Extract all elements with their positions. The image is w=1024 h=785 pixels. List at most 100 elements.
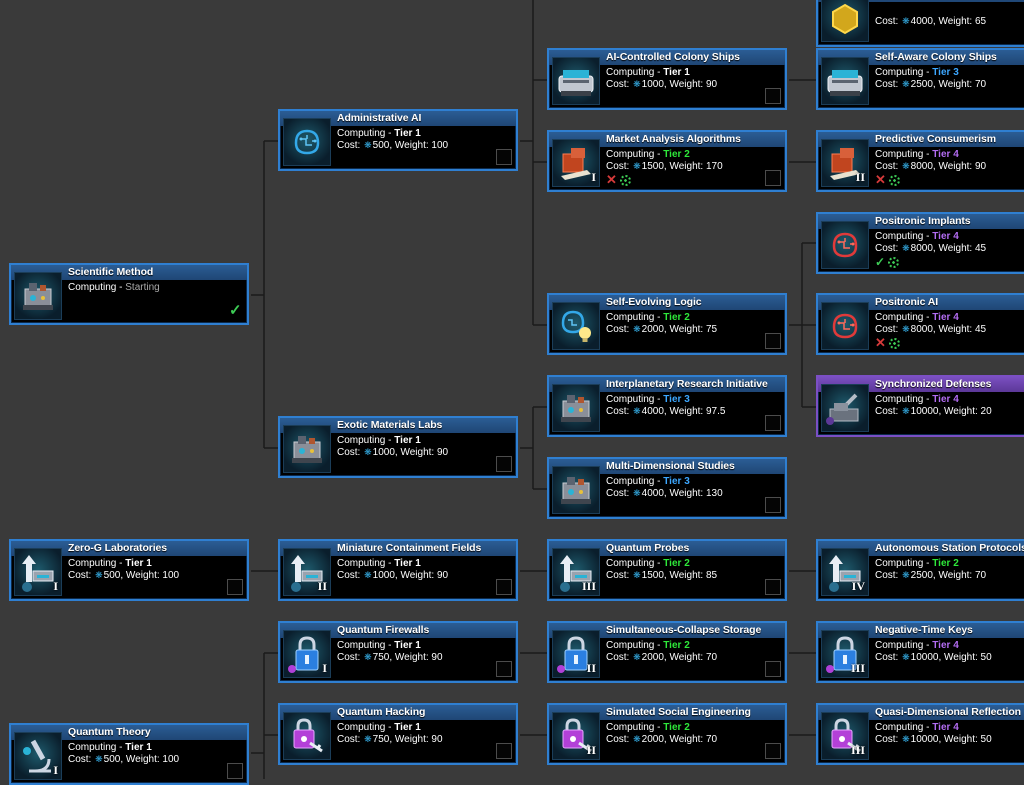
weight-label: , Weight: (663, 570, 706, 581)
tier-label: Tier 4 (932, 394, 959, 405)
research-point-icon: ❋ (902, 406, 910, 416)
tech-title: Interplanetary Research Initiative (549, 377, 785, 392)
tech-category-tier: Computing - Tier 3 (875, 67, 959, 78)
tech-card-self-aware-colony-ships[interactable]: Self-Aware Colony Ships Computing - Tier… (816, 48, 1024, 110)
research-checkbox[interactable] (496, 579, 512, 595)
cost-value: 4000 (641, 406, 664, 417)
red-brain-icon (821, 302, 869, 350)
tech-category-tier: Computing - Tier 4 (875, 149, 959, 160)
tech-cost-weight: Cost: ❋4000, Weight: 65 (875, 16, 986, 27)
tech-card-multi-dimensional-studies[interactable]: Multi-Dimensional Studies Computing - Ti… (547, 457, 787, 519)
tech-category-tier: Computing - Tier 4 (875, 231, 959, 242)
tier-label: Tier 3 (932, 67, 959, 78)
research-checkbox[interactable] (496, 456, 512, 472)
research-checkbox[interactable] (227, 579, 243, 595)
research-checkbox[interactable] (765, 579, 781, 595)
tech-card-ai-controlled-colony-ships[interactable]: AI-Controlled Colony Ships Computing - T… (547, 48, 787, 110)
research-checkbox[interactable] (765, 415, 781, 431)
tech-card-quantum-probes[interactable]: Quantum Probes III Computing - Tier 2 Co… (547, 539, 787, 601)
tech-cost-weight: Cost: ❋8000, Weight: 90 (875, 161, 986, 172)
padlock-icon: II (552, 630, 600, 678)
tech-cost-weight: Cost: ❋750, Weight: 90 (337, 652, 443, 663)
tech-title: Positronic Implants (818, 214, 1024, 229)
cost-label: Cost: (606, 734, 633, 745)
cost-label: Cost: (68, 570, 95, 581)
research-checkbox[interactable] (765, 661, 781, 677)
tier-label: Tier 3 (663, 394, 690, 405)
tech-card-quasi-dimensional-reflection[interactable]: Quasi-Dimensional Reflection III Computi… (816, 703, 1024, 765)
tech-card-predictive-consumerism[interactable]: Predictive Consumerism II Computing - Ti… (816, 130, 1024, 192)
tech-card-autonomous-station-protocols[interactable]: Autonomous Station Protocols IV Computin… (816, 539, 1024, 601)
research-point-icon: ❋ (902, 16, 910, 26)
cost-value: 1500 (641, 161, 664, 172)
tech-card-simultaneous-collapse-storage[interactable]: Simultaneous-Collapse Storage II Computi… (547, 621, 787, 683)
tech-card-interplanetary-research-initiative[interactable]: Interplanetary Research Initiative Compu… (547, 375, 787, 437)
cost-value: 1000 (372, 570, 395, 581)
tech-card-negative-time-keys[interactable]: Negative-Time Keys III Computing - Tier … (816, 621, 1024, 683)
research-checkbox[interactable] (765, 743, 781, 759)
tech-card-self-evolving-logic[interactable]: Self-Evolving Logic Computing - Tier 2 C… (547, 293, 787, 355)
tier-roman-numeral: II (317, 579, 327, 593)
research-checkbox[interactable] (765, 88, 781, 104)
tech-cost-weight: Cost: ❋4000, Weight: 130 (606, 488, 723, 499)
tier-separator: - (654, 149, 664, 160)
research-checkbox[interactable] (496, 149, 512, 165)
research-checkbox[interactable] (765, 170, 781, 186)
tier-separator: - (923, 312, 933, 323)
tech-card-partial[interactable]: Cost: ❋4000, Weight: 65 (816, 0, 1024, 47)
cost-value: 2000 (641, 324, 664, 335)
tech-card-quantum-hacking[interactable]: Quantum Hacking Computing - Tier 1 Cost:… (278, 703, 518, 765)
tier-label: Tier 1 (663, 67, 690, 78)
research-checkbox[interactable] (496, 661, 512, 677)
tech-card-administrative-ai[interactable]: Administrative AI Computing - Tier 1 Cos… (278, 109, 518, 171)
research-checkbox[interactable] (496, 743, 512, 759)
lab-machine-icon (283, 425, 331, 473)
tier-roman-numeral: II (586, 743, 596, 757)
tech-card-quantum-firewalls[interactable]: Quantum Firewalls I Computing - Tier 1 C… (278, 621, 518, 683)
research-checkbox[interactable] (765, 497, 781, 513)
tier-roman-numeral: I (322, 661, 327, 675)
tech-title: Self-Evolving Logic (549, 295, 785, 310)
cost-label: Cost: (68, 754, 95, 765)
tech-card-positronic-implants[interactable]: Positronic Implants Computing - Tier 4 C… (816, 212, 1024, 274)
tech-card-simulated-social-engineering[interactable]: Simulated Social Engineering II Computin… (547, 703, 787, 765)
research-checkbox[interactable] (765, 333, 781, 349)
research-point-icon: ❋ (95, 570, 103, 580)
tech-title: Predictive Consumerism (818, 132, 1024, 147)
research-checkbox[interactable] (227, 763, 243, 779)
tech-status: ✕ (875, 336, 900, 349)
tech-card-zero-g-laboratories[interactable]: Zero-G Laboratories I Computing - Tier 1… (9, 539, 249, 601)
upgrade-arrow-icon: III (552, 548, 600, 596)
tier-separator: - (385, 435, 395, 446)
tech-card-exotic-materials-labs[interactable]: Exotic Materials Labs Computing - Tier 1… (278, 416, 518, 478)
tier-separator: - (654, 67, 664, 78)
lab-machine-icon (552, 384, 600, 432)
tech-card-positronic-ai[interactable]: Positronic AI Computing - Tier 4 Cost: ❋… (816, 293, 1024, 355)
hexagon-icon (821, 0, 869, 42)
tech-category-tier: Computing - Tier 2 (606, 149, 690, 160)
resource-gear-icon (888, 337, 900, 349)
weight-value: 45 (974, 324, 987, 335)
tech-card-synchronized-defenses[interactable]: Synchronized Defenses Computing - Tier 4… (816, 375, 1024, 437)
weight-label: , Weight: (663, 734, 706, 745)
research-point-icon: ❋ (633, 652, 641, 662)
cost-value: 500 (372, 140, 390, 151)
tech-card-scientific-method[interactable]: Scientific Method Computing - Starting C… (9, 263, 249, 325)
research-point-icon: ❋ (364, 447, 372, 457)
tech-cost-weight: Cost: ❋10000, Weight: 20 (875, 406, 992, 417)
tech-status: ✕ (606, 173, 631, 186)
tech-card-miniature-containment-fields[interactable]: Miniature Containment Fields II Computin… (278, 539, 518, 601)
research-point-icon: ❋ (364, 570, 372, 580)
tech-card-quantum-theory[interactable]: Quantum Theory I Computing - Tier 1 Cost… (9, 723, 249, 785)
turret-icon (821, 384, 869, 432)
tech-card-market-analysis-algorithms[interactable]: Market Analysis Algorithms I Computing -… (547, 130, 787, 192)
cost-label: Cost: (875, 243, 902, 254)
tier-roman-numeral: I (53, 579, 58, 593)
tech-category-tier: Computing - Starting (68, 282, 160, 293)
tier-separator: - (654, 476, 664, 487)
market-crate-icon: II (821, 139, 869, 187)
tier-separator: - (385, 558, 395, 569)
researched-check-icon[interactable]: ✓ (229, 302, 242, 319)
cost-label: Cost: (875, 79, 902, 90)
tech-cost-weight: Cost: ❋2500, Weight: 70 (875, 570, 986, 581)
